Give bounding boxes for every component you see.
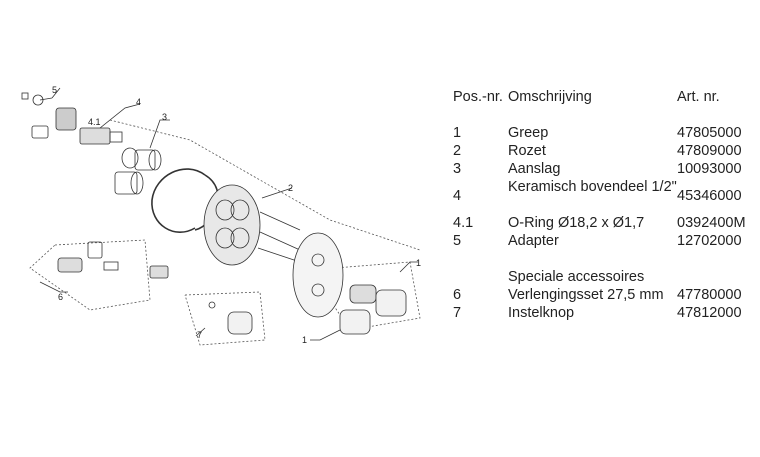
callout-5: 5 — [52, 85, 57, 95]
table-row: 1 Greep 47805000 — [453, 124, 753, 142]
row-pos: 4.1 — [453, 215, 474, 231]
row-desc: Keramisch bovendeel 1/2" — [508, 179, 677, 195]
row-art: 45346000 — [677, 188, 742, 204]
row-desc: O-Ring Ø18,2 x Ø1,7 — [508, 215, 645, 231]
table-header: Pos.-nr. Omschrijving Art. nr. — [453, 88, 753, 106]
row-desc: Rozet — [508, 143, 546, 159]
row-pos: 3 — [453, 161, 462, 177]
callout-1-top: 1 — [416, 258, 421, 268]
rosette-cover — [292, 232, 344, 318]
table-row: 5 Adapter 12702000 — [453, 232, 753, 250]
header-pos: Pos.-nr. — [453, 89, 503, 105]
callout-4-1: 4.1 — [88, 117, 101, 127]
cartridge-part-4 — [79, 103, 141, 145]
row-art: 47805000 — [677, 125, 742, 141]
exploded-parts-diagram: 5 4 4.1 3 2 1 1 6 7 — [21, 85, 421, 346]
callout-2: 2 — [288, 183, 293, 193]
accessories-heading-row: Speciale accessoires — [453, 268, 753, 286]
row-art: 0392400M — [677, 215, 746, 231]
header-desc: Omschrijving — [508, 89, 592, 105]
callout-6: 6 — [58, 292, 63, 302]
table-row: 6 Verlengingsset 27,5 mm 47780000 — [453, 286, 753, 304]
row-pos: 4 — [453, 188, 462, 204]
table-row: 3 Aanslag 10093000 — [453, 160, 753, 178]
row-desc: Aanslag — [508, 161, 561, 177]
snap-ring — [151, 168, 206, 233]
accessories-heading: Speciale accessoires — [508, 269, 645, 285]
row-art: 12702000 — [677, 233, 742, 249]
header-art: Art. nr. — [677, 89, 720, 105]
guide-frames — [29, 119, 421, 346]
table-row: 4 Keramisch bovendeel 1/2" 45346000 — [453, 178, 753, 214]
parts-table: Pos.-nr. Omschrijving Art. nr. 1 Greep 4… — [453, 88, 753, 322]
rosette-backplate-part-2 — [203, 184, 301, 266]
row-pos: 5 — [453, 233, 462, 249]
table-row: 4.1 O-Ring Ø18,2 x Ø1,7 0392400M — [453, 214, 753, 232]
row-art: 47809000 — [677, 143, 742, 159]
extension-set-part-6 — [39, 241, 169, 293]
callout-7: 7 — [197, 330, 202, 340]
stop-part-3 — [114, 119, 170, 195]
row-pos: 1 — [453, 125, 462, 141]
row-desc: Greep — [508, 125, 549, 141]
adjusting-knob-part-7 — [195, 301, 253, 337]
row-desc: Adapter — [508, 233, 559, 249]
row-pos: 6 — [453, 287, 462, 303]
row-art: 47780000 — [677, 287, 742, 303]
callout-3: 3 — [162, 112, 167, 122]
row-pos: 2 — [453, 143, 462, 159]
row-art: 47812000 — [677, 305, 742, 321]
adapter-part-5 — [21, 87, 77, 139]
callout-1-bottom: 1 — [302, 335, 307, 345]
row-art: 10093000 — [677, 161, 742, 177]
table-row: 2 Rozet 47809000 — [453, 142, 753, 160]
table-row: 7 Instelknop 47812000 — [453, 304, 753, 322]
callout-4: 4 — [136, 97, 141, 107]
row-desc: Instelknop — [508, 305, 575, 321]
row-pos: 7 — [453, 305, 462, 321]
handle-part-1 — [310, 261, 418, 341]
row-desc: Verlengingsset 27,5 mm — [508, 287, 664, 303]
